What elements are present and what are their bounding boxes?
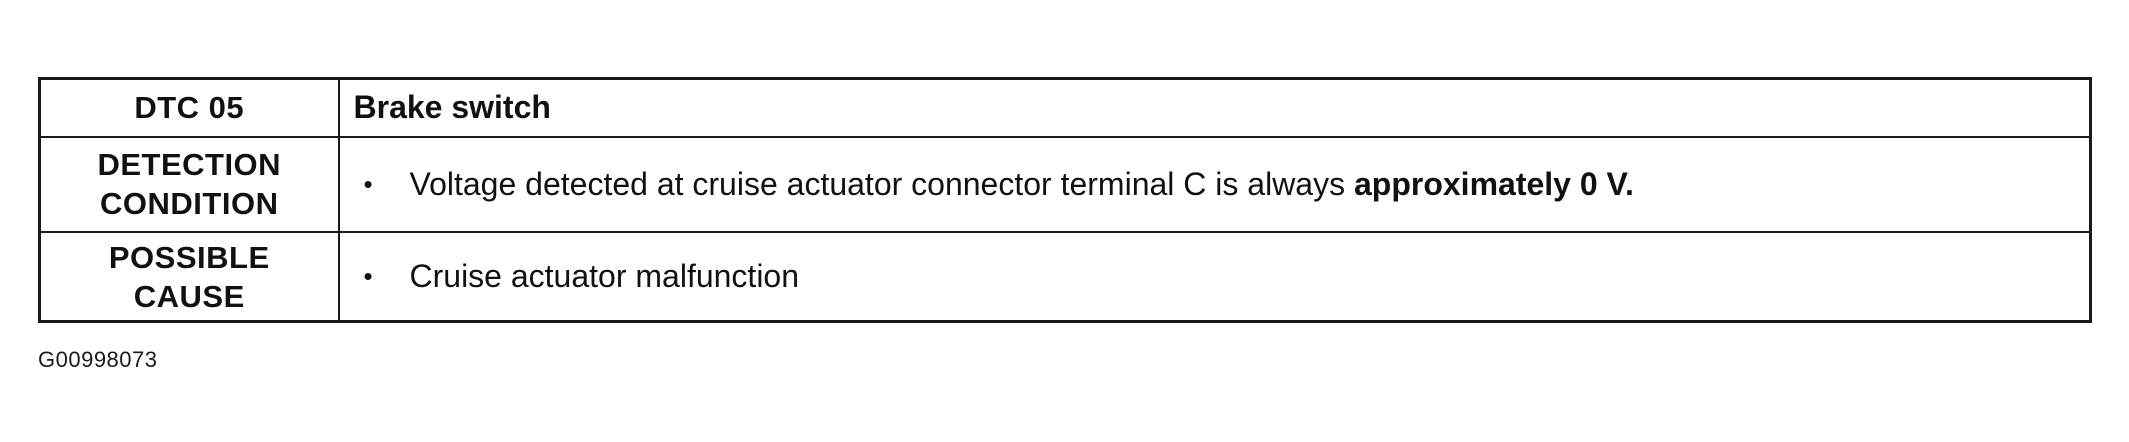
cause-bullet-item: • Cruise actuator malfunction [354,258,2090,295]
dtc-header-row: DTC 05 Brake switch [38,77,2092,138]
possible-cause-label-cell: POSSIBLE CAUSE [38,231,340,323]
figure-code: G00998073 [38,347,158,372]
possible-cause-row: POSSIBLE CAUSE • Cruise actuator malfunc… [38,231,2092,323]
cause-label-line1: POSSIBLE [108,239,270,275]
detection-text: Voltage detected at cruise actuator conn… [410,166,1634,203]
dtc-title: Brake switch [353,89,551,126]
detection-text-after: . [1624,165,1634,202]
detection-condition-value-cell: • Voltage detected at cruise actuator co… [337,135,2092,234]
bullet-icon: • [363,261,373,292]
cause-text: Cruise actuator malfunction [409,258,800,295]
cause-label-line2: CAUSE [133,278,245,314]
dtc-title-cell: Brake switch [337,77,2092,138]
possible-cause-value-cell: • Cruise actuator malfunction [337,231,2092,323]
detection-condition-row: DETECTION CONDITION • Voltage detected a… [38,135,2092,234]
detection-text-before: Voltage detected at cruise actuator conn… [409,165,1354,202]
detection-label-line1: DETECTION [97,147,282,183]
dtc-code-cell: DTC 05 [38,77,340,138]
detection-condition-label-cell: DETECTION CONDITION [38,135,340,234]
bullet-icon: • [363,168,373,199]
dtc-table: DTC 05 Brake switch DETECTION CONDITION … [38,77,2092,323]
detection-text-emphasis: approximately 0 V [1353,165,1625,202]
dtc-code: DTC 05 [134,90,245,126]
detection-bullet-item: • Voltage detected at cruise actuator co… [354,166,2090,203]
detection-label-line2: CONDITION [100,186,279,222]
